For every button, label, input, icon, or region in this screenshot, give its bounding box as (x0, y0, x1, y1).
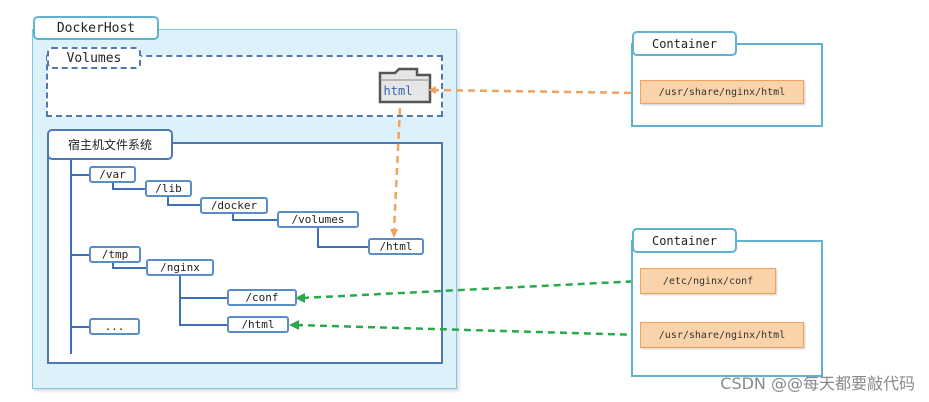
tree-lines (70, 160, 368, 354)
volume-links (390, 86, 641, 238)
tree-node-html-volume: /html (368, 238, 424, 255)
volumes-label: Volumes (47, 47, 141, 69)
container-1-label: Container (632, 31, 737, 56)
container-2-path-conf: /etc/nginx/conf (640, 268, 776, 294)
tree-node-volumes: /volumes (277, 211, 359, 228)
tree-node-html-mount: /html (227, 316, 289, 333)
watermark: CSDN @@每天都要敲代码 (720, 374, 915, 393)
tree-node-tmp: /tmp (89, 246, 141, 263)
tree-node-more: ... (89, 318, 140, 335)
tree-node-docker: /docker (200, 197, 268, 214)
volume-html-label: html (383, 84, 413, 98)
host-filesystem-label: 宿主机文件系统 (47, 129, 173, 160)
mount-links (289, 279, 641, 337)
tree-node-nginx: /nginx (146, 259, 214, 276)
container-2-box (631, 240, 823, 377)
tree-node-var: /var (89, 166, 136, 183)
container-2-label: Container (632, 228, 737, 253)
container-2-path-html: /usr/share/nginx/html (640, 322, 804, 348)
volumes-area (46, 55, 443, 117)
container-1-path-html: /usr/share/nginx/html (640, 80, 804, 104)
tree-node-lib: /lib (145, 180, 192, 197)
tree-node-conf: /conf (227, 289, 297, 306)
docker-host-label: DockerHost (33, 16, 159, 40)
folder-icon (377, 67, 433, 105)
